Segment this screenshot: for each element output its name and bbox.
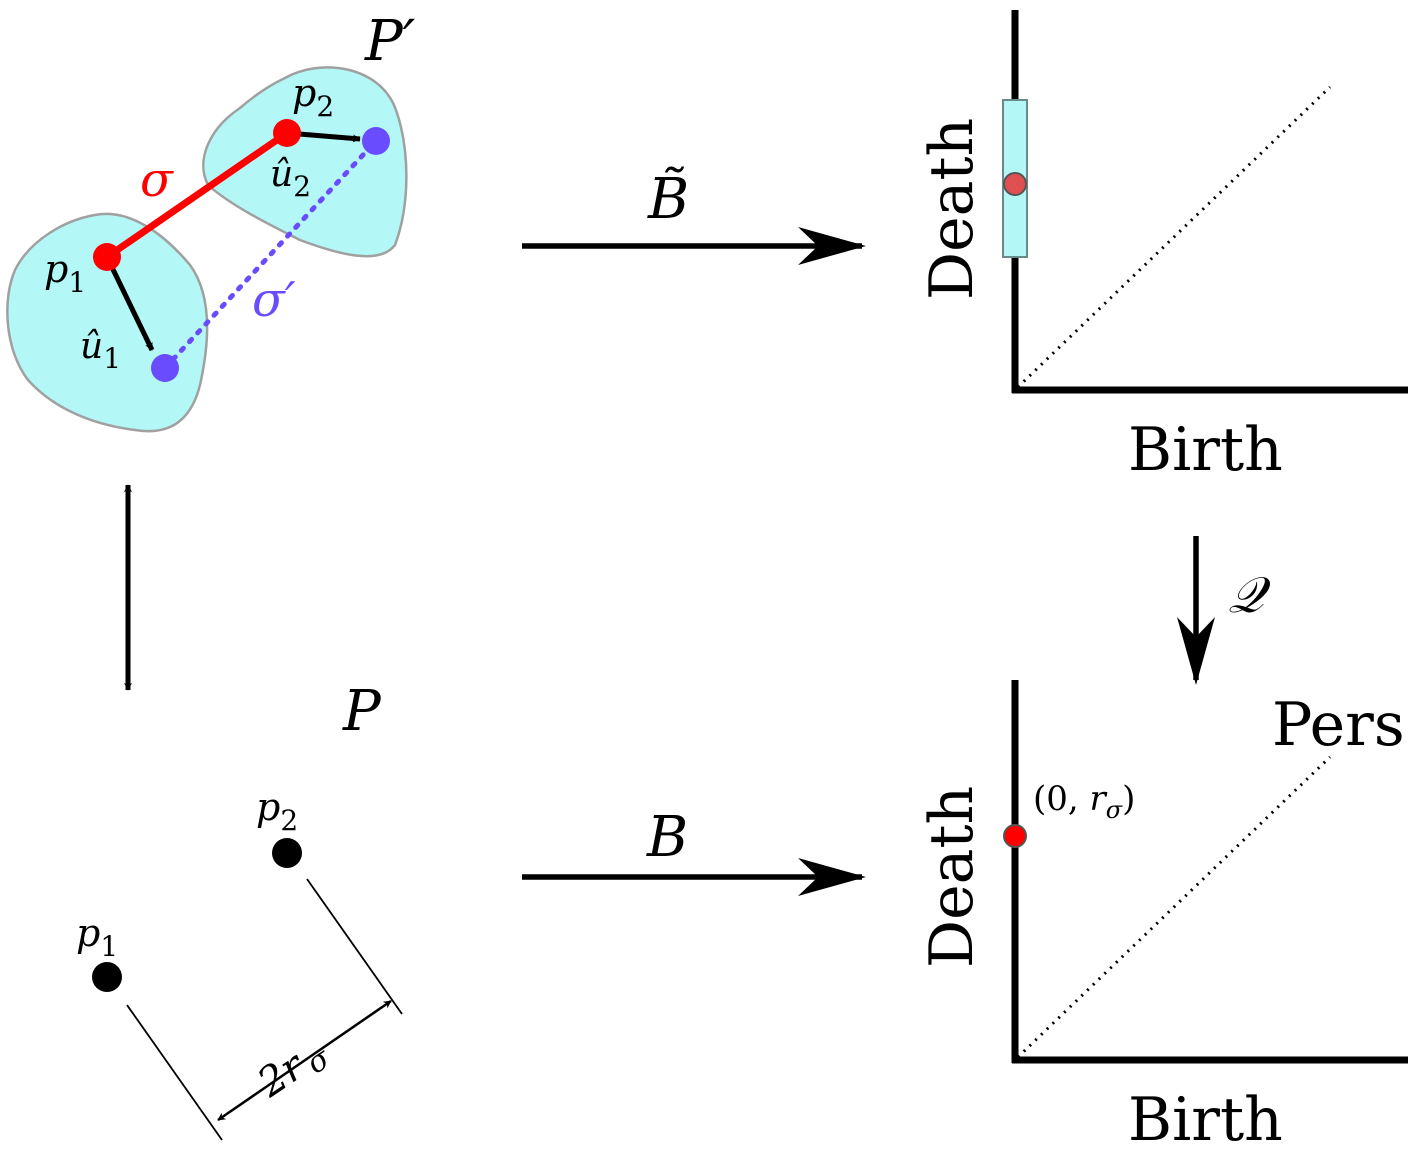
region-p2 [202, 66, 408, 258]
set-label-p-prime: P′ [364, 9, 416, 74]
map-label-b: B [646, 805, 688, 870]
map-q: 𝒬 [1177, 536, 1271, 685]
p1-point [93, 243, 121, 271]
label-u2: û2 [270, 154, 311, 203]
point-label: (0, rσ) [1033, 779, 1135, 824]
u1-arrow [104, 255, 155, 352]
original-cloud-panel: P p1 p2 2rσ [76, 679, 403, 1141]
map-label-q: 𝒬 [1228, 566, 1271, 624]
label-p2: p2 [292, 71, 334, 123]
sigma-edge [105, 130, 289, 260]
label-p1: p1 [76, 911, 118, 963]
extension-line-p1 [126, 1004, 223, 1141]
p2-perturbed-point [362, 127, 390, 155]
p1-point [92, 962, 122, 992]
y-axis-label: Death [917, 118, 987, 300]
sigma-prime-edge [162, 138, 379, 371]
map-arrowhead-bottom [798, 858, 866, 896]
label-sigma: σ [140, 152, 174, 208]
distance-dimension-arrow [217, 999, 392, 1122]
set-label-p: P [342, 679, 382, 744]
persistence-point [1003, 824, 1027, 848]
x-axis-label: Birth [1128, 415, 1283, 485]
diagonal [1016, 85, 1332, 389]
label-sigma-prime: σ′ [252, 272, 296, 328]
x-axis-label: Birth [1128, 1085, 1283, 1155]
map-label-b-tilde: B̃ [647, 166, 689, 232]
distance-label: 2rσ [249, 1028, 338, 1111]
persistence-diagram-top: Birth Death [917, 10, 1408, 485]
map-b-tilde: B̃ [522, 166, 866, 265]
label-p2: p2 [256, 785, 298, 837]
extension-line-p2 [306, 878, 403, 1015]
diagram-title: Pers [1272, 690, 1405, 760]
label-p1: p1 [44, 247, 86, 299]
label-u1: û1 [80, 326, 121, 375]
map-arrowhead-top [798, 227, 866, 265]
map-arrowhead-q [1177, 617, 1215, 685]
y-axis-label: Death [917, 786, 987, 968]
perturbed-cloud-panel: P′ p1 p2 û1 û2 σ σ′ [6, 9, 416, 433]
persistence-diagram-bottom: (0, rσ) Pers Birth Death [917, 680, 1408, 1155]
map-b: B [522, 805, 866, 896]
persistence-point [1003, 172, 1027, 196]
diagonal [1016, 755, 1332, 1059]
p2-point [272, 838, 302, 868]
p2-point [273, 119, 301, 147]
p1-perturbed-point [151, 354, 179, 382]
